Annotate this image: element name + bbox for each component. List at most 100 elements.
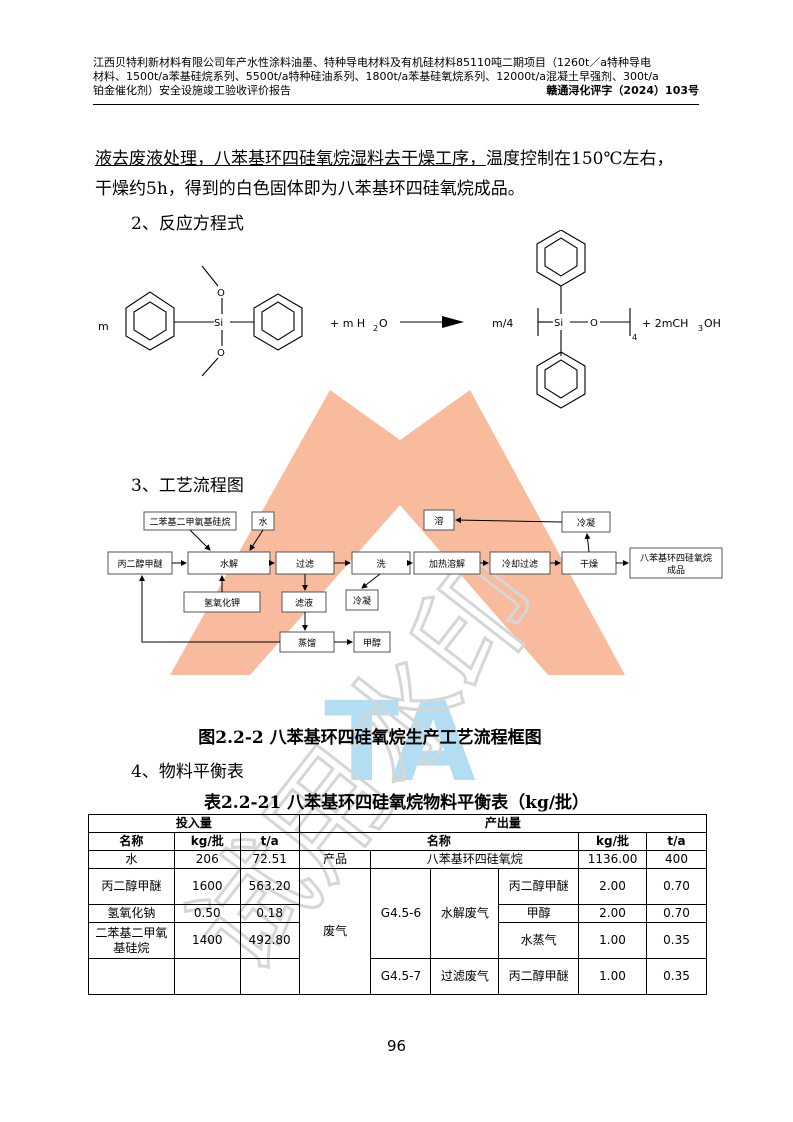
- header-rule: [93, 104, 699, 105]
- table-row: 水 206 72.51 产品 八苯基环四硅氧烷 1136.00 400: [88, 850, 707, 869]
- para-underlined: 液去废液处理，八苯基环四硅氧烷湿料去干燥工序，: [95, 149, 486, 169]
- table-row: G4.5-7 过滤废气 丙二醇甲醚 1.00 0.35: [88, 958, 707, 995]
- input-name: 氢氧化钠: [88, 904, 175, 923]
- input-ta: 72.51: [239, 850, 300, 869]
- col-name: 名称: [88, 832, 175, 851]
- input-kg: 1400: [173, 922, 241, 959]
- eq-plus-water: + m H: [330, 317, 365, 330]
- col-kg: kg/批: [173, 832, 241, 851]
- page-number: 96: [386, 1037, 407, 1055]
- input-kg: 0.50: [173, 904, 241, 923]
- process-flow-diagram: 二苯基二甲氧基硅烷 水 丙二醇甲醚 水解 过滤 洗 加热溶解 冷却过滤 干燥 八…: [107, 509, 723, 653]
- eq-subscript-4: 4: [632, 333, 637, 342]
- flow-wash: 洗: [376, 558, 385, 570]
- flow-dissolve: 加热溶解: [429, 558, 465, 570]
- input-ta: 0.18: [239, 904, 300, 923]
- flow-methanol: 甲醇: [363, 637, 381, 649]
- flow-distill: 蒸馏: [298, 637, 316, 649]
- eq-methanol-sub: 3: [698, 324, 703, 333]
- eq-coef-m: m: [98, 320, 109, 333]
- col-ta: t/a: [239, 832, 300, 851]
- header-line2: 材料、1500t/a苯基硅烷系列、5500t/a特种硅油系列、1800t/a苯基…: [93, 70, 659, 83]
- flow-dry: 干燥: [580, 559, 598, 570]
- input-name: 二苯基二甲氧基硅烷: [88, 922, 175, 959]
- flow-filtrate: 滤液: [295, 597, 313, 609]
- flow-coolfilter: 冷却过滤: [502, 558, 538, 570]
- header-line1: 江西贝特利新材料有限公司年产水性涂料油墨、特种导电材料及有机硅材料85110吨二…: [93, 56, 652, 69]
- table-row: 二苯基二甲氧基硅烷 1400 492.80 水蒸气 1.00 0.35: [88, 922, 707, 959]
- reaction-equation: m Si O O + m H 2 O m/4 Si O 4 + 2mCH 3 O…: [98, 230, 721, 409]
- waste-code-g457: G4.5-7: [370, 958, 432, 995]
- eq-methanol-oh: OH: [704, 317, 721, 330]
- flow-filter: 过滤: [296, 558, 314, 570]
- eq-o-top: O: [217, 288, 225, 299]
- flow-pgme: 丙二醇甲醚: [117, 558, 162, 570]
- waste-category: 废气: [298, 868, 372, 995]
- flow-product: 八苯基环四硅氧烷: [640, 552, 712, 564]
- flow-water: 水: [258, 516, 267, 528]
- watermark-letters: TA: [324, 678, 476, 806]
- output-ta: 0.35: [646, 958, 707, 995]
- report-code: 赣通浔化评字（2024）103号: [546, 84, 699, 97]
- input-name: 水: [88, 850, 175, 869]
- input-header: 投入量: [88, 814, 300, 833]
- figure-caption: 图2.2-2 八苯基环四硅氧烷生产工艺流程框图: [198, 728, 542, 748]
- product-kg: 1136.00: [578, 850, 648, 869]
- product-ta: 400: [646, 850, 707, 869]
- input-ta: 492.80: [239, 922, 300, 959]
- flow-top: 溶: [434, 515, 443, 527]
- page-header: 江西贝特利新材料有限公司年产水性涂料油墨、特种导电材料及有机硅材料85110吨二…: [93, 56, 699, 98]
- output-header: 产出量: [298, 814, 708, 833]
- product-name: 八苯基环四硅氧烷: [370, 850, 580, 869]
- output-kg: 2.00: [578, 868, 648, 905]
- header-line3: 铂金催化剂）安全设施竣工验收评价报告: [93, 84, 291, 97]
- flow-condense2: 冷凝: [353, 595, 371, 607]
- col-kg-out: kg/批: [578, 832, 648, 851]
- material-balance-table: 投入量 产出量 名称 kg/批 t/a 名称 kg/批 t/a 水 206 72…: [88, 814, 708, 995]
- eq-m4: m/4: [492, 317, 513, 330]
- output-kg: 1.00: [578, 958, 648, 995]
- eq-water-sub: 2: [373, 324, 378, 333]
- flow-diphenyl: 二苯基二甲氧基硅烷: [149, 516, 230, 528]
- waste-code-g456: G4.5-6: [370, 868, 432, 959]
- eq-si: Si: [214, 318, 223, 329]
- output-ta: 0.35: [646, 922, 707, 959]
- flow-hydrolysis: 水解: [220, 558, 238, 570]
- body-paragraph: 液去废液处理，八苯基环四硅氧烷湿料去干燥工序，温度控制在150℃左右， 干燥约5…: [95, 144, 705, 204]
- input-name: 丙二醇甲醚: [88, 868, 175, 905]
- empty-cell: [239, 958, 300, 995]
- output-kg: 2.00: [578, 904, 648, 923]
- product-category: 产品: [298, 850, 372, 869]
- table-row: 丙二醇甲醚 1600 563.20 废气 G4.5-6 水解废气 丙二醇甲醚 2…: [88, 868, 707, 995]
- section-balance-heading: 4、物料平衡表: [131, 762, 244, 782]
- eq-product-o: O: [590, 318, 598, 329]
- flow-condense: 冷凝: [577, 517, 595, 529]
- eq-o-bottom: O: [217, 348, 225, 359]
- empty-cell: [88, 958, 175, 995]
- output-name: 水蒸气: [498, 922, 580, 959]
- waste-hydrolysis-gas: 水解废气: [430, 868, 500, 959]
- flow-koh: 氢氧化钾: [204, 597, 240, 609]
- table-caption: 表2.2-21 八苯基环四硅氧烷物料平衡表（kg/批）: [203, 793, 590, 813]
- eq-product-si: Si: [554, 318, 563, 329]
- para-line2: 干燥约5h，得到的白色固体即为八苯基环四硅氧烷成品。: [95, 179, 525, 199]
- section-equation-heading: 2、反应方程式: [131, 214, 244, 234]
- col-ta-out: t/a: [646, 832, 707, 851]
- output-ta: 0.70: [646, 904, 707, 923]
- para-rest: 温度控制在150℃左右，: [486, 149, 674, 169]
- output-name: 丙二醇甲醚: [498, 868, 580, 905]
- section-flow-heading: 3、工艺流程图: [131, 476, 244, 496]
- output-name: 甲醇: [498, 904, 580, 923]
- eq-water-o: O: [379, 317, 388, 330]
- col-name-out: 名称: [298, 832, 580, 851]
- empty-cell: [173, 958, 241, 995]
- output-name: 丙二醇甲醚: [498, 958, 580, 995]
- input-ta: 563.20: [239, 868, 300, 905]
- waste-filter-gas: 过滤废气: [430, 958, 500, 995]
- output-ta: 0.70: [646, 868, 707, 905]
- output-kg: 1.00: [578, 922, 648, 959]
- input-kg: 206: [173, 850, 241, 869]
- input-kg: 1600: [173, 868, 241, 905]
- table-row: 氢氧化钠 0.50 0.18 甲醇 2.00 0.70: [88, 904, 707, 923]
- flow-product-2: 成品: [667, 564, 685, 576]
